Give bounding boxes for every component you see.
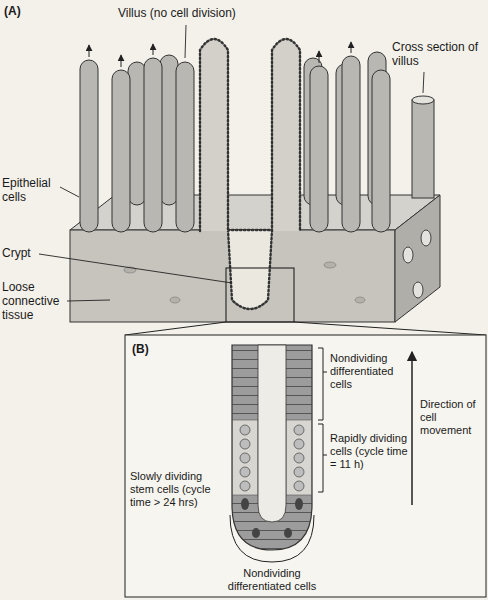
stem-cells xyxy=(241,498,303,538)
villus xyxy=(176,62,194,232)
dividing-cell xyxy=(294,467,304,477)
shedding-arrow xyxy=(121,55,122,67)
villus xyxy=(144,58,162,232)
cut-villus xyxy=(200,39,228,231)
dividing-cell xyxy=(240,467,250,477)
structure-label: Cross section of villus xyxy=(392,40,484,68)
villus-stub xyxy=(412,100,434,198)
villus xyxy=(342,56,360,232)
panel-letter: (B) xyxy=(132,342,166,356)
cell-zone-label: Nondividing differentiated cells xyxy=(330,352,408,391)
zoom-line xyxy=(294,322,486,335)
leader-line xyxy=(423,72,424,93)
dividing-cell xyxy=(240,481,250,491)
shedding-arrow xyxy=(89,45,90,57)
inset-frame xyxy=(125,335,486,597)
crypt-wall xyxy=(232,345,312,550)
villus xyxy=(160,55,178,205)
block-cut-face xyxy=(395,195,440,322)
stem-cell xyxy=(252,528,260,538)
shedding-arrow xyxy=(153,44,154,55)
panel-letter: (A) xyxy=(4,4,38,18)
texture-fibre xyxy=(324,262,336,268)
villus-cross-section xyxy=(412,96,434,104)
cut-villus xyxy=(272,39,300,231)
dividing-zone xyxy=(233,420,258,495)
cell-zone-label: Nondividing differentiated cells xyxy=(212,567,332,593)
villus-cross-section xyxy=(421,230,431,246)
dividing-cell xyxy=(240,439,250,449)
leader-line xyxy=(67,300,110,301)
texture-fibre xyxy=(170,297,180,303)
leader-line xyxy=(60,187,79,197)
leader-line xyxy=(185,25,186,58)
brackets xyxy=(230,348,327,562)
structure-label: Epithelial cells xyxy=(2,176,68,204)
villus xyxy=(112,70,130,232)
direction-label: Direction of cell movement xyxy=(420,398,482,437)
bracket xyxy=(318,424,327,492)
villus xyxy=(128,62,146,205)
connective-tissue-face xyxy=(70,230,395,322)
zoom-line xyxy=(125,322,226,335)
villus-cross-sections xyxy=(403,230,431,298)
villus xyxy=(372,70,390,232)
structure-label: Loose connective tissue xyxy=(2,280,68,322)
dividing-zone xyxy=(286,420,311,495)
shedding-arrows xyxy=(89,42,351,67)
dividing-cell xyxy=(294,439,304,449)
dividing-cell xyxy=(240,453,250,463)
dividing-cell xyxy=(294,425,304,435)
crypt-groove xyxy=(228,230,272,309)
villus xyxy=(80,60,98,232)
bracket xyxy=(230,515,314,562)
front-villi xyxy=(80,56,390,232)
crypt-lumen xyxy=(258,345,286,522)
cell-zone-label: Rapidly dividing cells (cycle time = 11 … xyxy=(330,432,408,471)
dividing-cell xyxy=(294,481,304,491)
villus-cross-section xyxy=(413,282,423,298)
texture-fibre xyxy=(355,297,365,303)
leader-line xyxy=(39,254,232,283)
stem-cell xyxy=(241,498,249,510)
villus xyxy=(310,66,328,232)
direction-arrow xyxy=(411,352,413,505)
structure-label: Villus (no cell division) xyxy=(118,6,278,20)
dividing-cell xyxy=(240,425,250,435)
villus-cross-section xyxy=(403,247,413,263)
cell-zone-label: Slowly dividing stem cells (cycle time >… xyxy=(130,470,224,509)
crypt-cell-boundaries xyxy=(232,345,312,550)
shedding-arrow xyxy=(351,42,352,53)
zoom-frame xyxy=(226,268,294,322)
structure-label: Crypt xyxy=(2,246,68,260)
dividing-cell xyxy=(294,453,304,463)
shedding-arrow xyxy=(319,51,320,63)
bracket xyxy=(318,348,327,420)
stem-cell xyxy=(295,498,303,510)
stem-cell xyxy=(284,528,292,538)
